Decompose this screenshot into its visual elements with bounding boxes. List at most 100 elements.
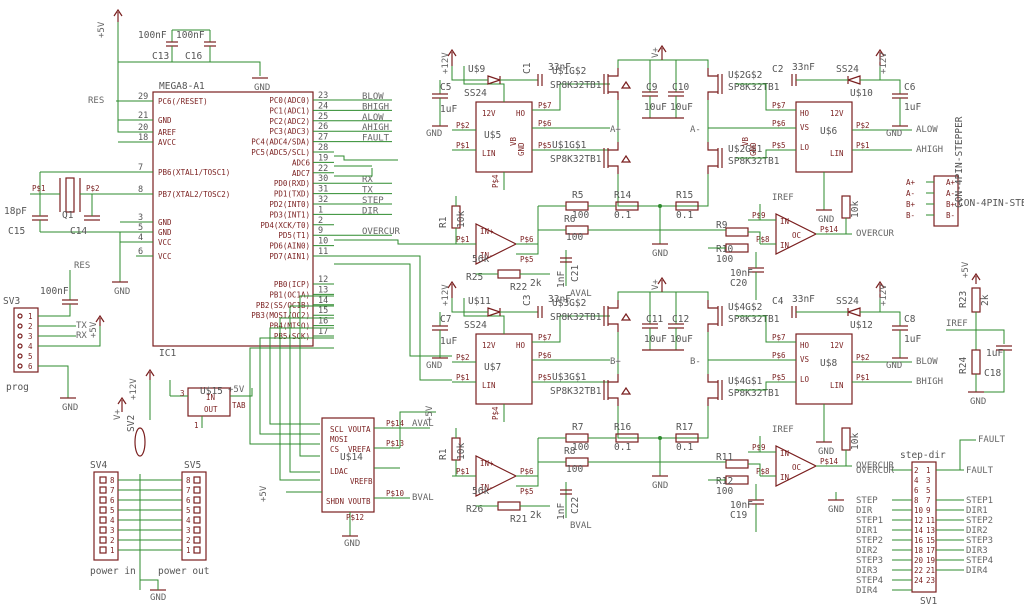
sv1-name: step-dir (900, 450, 946, 461)
sv1-right-net: DIR3 (966, 546, 988, 556)
dac-mosi: MOSI (330, 435, 348, 444)
sv5-pin-num: 1 (186, 546, 191, 555)
ic1-right-pin-num: 22 (318, 164, 328, 174)
sense-r2 (675, 201, 699, 211)
ic1-left-pin-name: PC6(/RESET) (158, 97, 208, 106)
gdr-vs: VS (800, 123, 810, 132)
mosfet-ref: U$2G$1 (728, 144, 763, 155)
v12-label: +12V (441, 52, 451, 74)
sv1-left-net: STEP4 (856, 576, 883, 586)
diode-right-value: SS24 (836, 296, 859, 307)
comparator (775, 445, 818, 487)
ic1-right-pin-name: ADC6 (292, 158, 311, 167)
stepper-pin-net: A- (906, 189, 915, 198)
dac-scl: SCL (330, 425, 344, 434)
mosfet-value: SP8K32TB1 (550, 154, 602, 165)
v12r-arrow (875, 280, 885, 289)
ic1-right-pin-num: 14 (318, 296, 328, 306)
mosfet-source (707, 165, 718, 174)
filter-r (565, 433, 589, 443)
sv4-pin-marker (99, 516, 107, 524)
decr-cap-ref: C6 (904, 82, 916, 93)
sense-r1-value: 0.1 (614, 442, 631, 453)
ic1-right-pin-name: PD5(T1) (278, 231, 310, 240)
opamp-inm: IN- (480, 251, 494, 260)
opamp-rg-value: 56k (472, 254, 489, 265)
sv1-pin-left: 16 (914, 536, 924, 545)
sense-r2-value: 0.1 (676, 442, 693, 453)
sv1-pin-right: 19 (926, 556, 935, 565)
mosfet-value: SP8K32TB1 (550, 312, 602, 323)
stepper-pin-net: B- (906, 211, 915, 220)
sv4-pin-num: 7 (110, 486, 115, 495)
opamp-rk-ref: R21 (510, 514, 527, 525)
power-out-label: power out (158, 566, 209, 577)
mosfet-source (608, 397, 619, 406)
sv1-pin-right: 11 (926, 516, 935, 525)
ic1-right-pin-num: 32 (318, 195, 328, 205)
gd-p7: P$7 (538, 101, 552, 110)
dec-gnd-label: GND (426, 361, 442, 371)
ic1-left-pin-name: VCC (158, 252, 172, 261)
ic1-right-pin-name: PB0(ICP) (274, 280, 310, 289)
gdr-sig-high: BHIGH (916, 377, 943, 387)
dac-5v: +5V (259, 485, 269, 502)
sv3-gnd: GND (62, 403, 78, 413)
sv5-pin-num: 2 (186, 536, 191, 545)
gd-gnd: GND (517, 142, 526, 156)
mosfet-drain (707, 374, 718, 383)
sv1-left-net: DIR4 (856, 586, 878, 596)
ic1-left-pin-name: VCC (158, 238, 172, 247)
sense-junction (658, 436, 662, 440)
sv1-left-net: DIR3 (856, 566, 878, 576)
bootr-cap-ref: C2 (772, 64, 783, 75)
vcc-left: +5V GND (97, 8, 270, 143)
bootstrap-diode-right (846, 307, 861, 317)
mosfet-value: SP8K32TB1 (550, 80, 602, 91)
sv1-left-net: STEP (856, 496, 878, 506)
reg-n3: 3 (180, 389, 185, 398)
filter-r2-ref: R8 (564, 446, 576, 457)
ic1-right-pin-num: 27 (318, 133, 328, 143)
ic1-right-pin-name: ADC7 (292, 169, 310, 178)
mosfet-ref: U$1G$2 (552, 66, 586, 77)
mosfet-diode (620, 386, 632, 395)
gd-vb: VB (741, 136, 750, 146)
iref-gnd: GND (970, 397, 986, 407)
ic1-net-label: STEP (362, 196, 384, 206)
comp-pullup-value: 10k (850, 201, 861, 218)
sv1-gnd: GND (828, 505, 844, 515)
sv1-right-net: STEP1 (966, 496, 993, 506)
gdr-gnd-label: GND (818, 447, 834, 457)
dac-aval: AVAL (412, 419, 434, 429)
bulk-cap-value: 10uF (644, 334, 667, 345)
comp-c-ref: C20 (730, 278, 747, 289)
mosfet-value: SP8K32TB1 (728, 82, 780, 93)
dac-u14: U$14 SCL MOSI CS LDAC SHDN VOUTA VREFA V… (259, 405, 436, 549)
ic1-net-label: ALOW (362, 113, 384, 123)
sv3-tx: TX (76, 321, 87, 331)
bootr-cap-value: 33nF (792, 294, 815, 305)
ic1-value: MEGA8-A1 (159, 81, 205, 92)
comp-c-ref: C19 (730, 510, 747, 521)
sv5-pin-marker (193, 486, 201, 494)
filter-r-value: 100 (572, 210, 589, 221)
sv1-pin-left: 6 (914, 486, 919, 495)
gd-p6: P$6 (538, 351, 552, 360)
sv1-left-net: DIR (856, 506, 873, 516)
sv4-ref: SV4 (90, 460, 107, 471)
gdr-p1: P$1 (856, 373, 870, 382)
sv1-right-net: DIR1 (966, 506, 988, 516)
reg-5v: +5V (228, 385, 245, 395)
sv1-pin-right: 17 (926, 546, 935, 555)
sv3-pin-marker (17, 333, 23, 339)
diode-right-ref: U$10 (850, 88, 873, 99)
reg-tab: TAB (232, 401, 246, 410)
gdr-ho: HO (800, 109, 810, 118)
ic1-left-pin-num: 6 (138, 247, 143, 257)
sv1-fault: FAULT (978, 435, 1006, 445)
dac-p13: P$13 (386, 439, 404, 448)
phase-left-label: B+ (610, 357, 621, 367)
ic1-left-pin-num: 29 (138, 92, 148, 102)
